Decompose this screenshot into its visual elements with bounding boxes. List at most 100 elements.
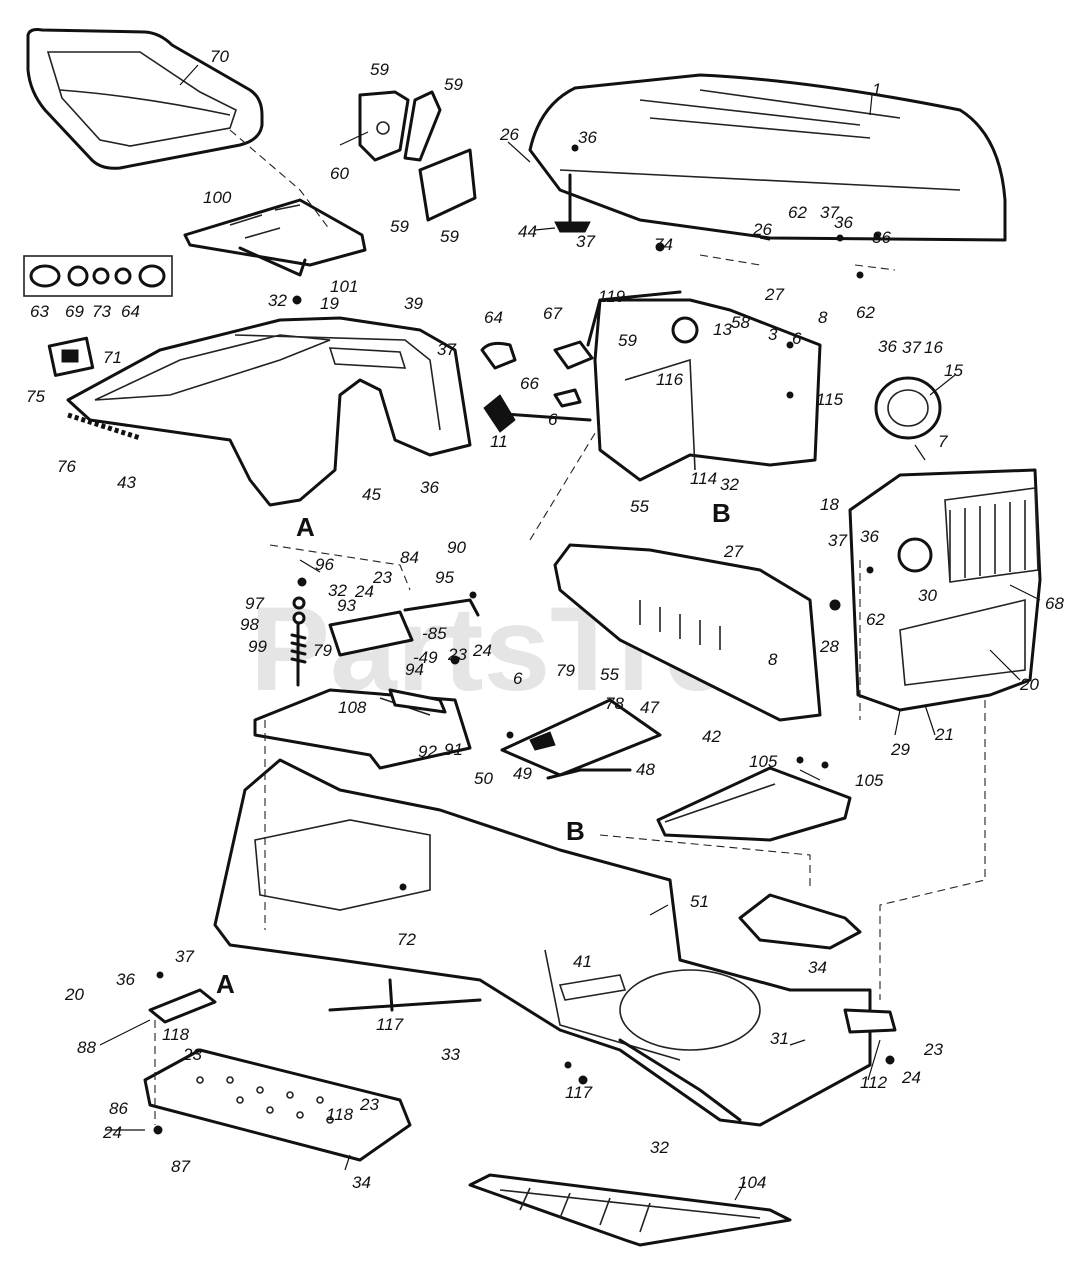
ref-a-bracket: A xyxy=(216,969,235,999)
callout-c36c: 36 xyxy=(872,228,891,247)
ref-a-fender: A xyxy=(296,512,315,542)
callout-c41: 41 xyxy=(573,952,592,971)
callout-c78: 78 xyxy=(605,694,624,713)
callout-c74: 74 xyxy=(654,235,673,254)
assembly-lines xyxy=(154,129,986,1125)
callout-c117a: 117 xyxy=(376,1015,404,1034)
callout-c67: 67 xyxy=(543,304,562,323)
callout-c26a: 26 xyxy=(499,125,519,144)
callout-c24c: 24 xyxy=(102,1123,122,1142)
callout-c116: 116 xyxy=(656,370,684,389)
callout-c27b: 27 xyxy=(764,285,784,304)
callout-c36b: 36 xyxy=(834,213,853,232)
callout-c76: 76 xyxy=(57,457,76,476)
callout-c59c: 59 xyxy=(390,217,409,236)
callout-c32d: 32 xyxy=(650,1138,669,1157)
callout-c31: 31 xyxy=(770,1029,789,1048)
callout-c45: 45 xyxy=(362,485,381,504)
callout-c7: 7 xyxy=(938,432,948,451)
callout-c28: 28 xyxy=(819,637,839,656)
callout-c59d: 59 xyxy=(440,227,459,246)
rear-bracket xyxy=(843,1008,897,1034)
callout-c51: 51 xyxy=(690,892,709,911)
fasteners xyxy=(153,144,895,1135)
hood-hinge-pin xyxy=(554,173,591,233)
callout-c6a: 6 xyxy=(548,410,558,429)
callout-c37c: 37 xyxy=(902,338,921,357)
callout-c21: 21 xyxy=(934,725,954,744)
lift-handle-linkage xyxy=(328,598,480,714)
callout-c55a: 55 xyxy=(630,497,649,516)
callout-c62b: 62 xyxy=(856,303,875,322)
callout-c6b: 6 xyxy=(792,329,802,348)
seat xyxy=(26,28,264,170)
callout-c32c: 32 xyxy=(720,475,739,494)
callout-c36d: 36 xyxy=(878,337,897,356)
callout-c1: 1 xyxy=(872,80,881,99)
dash-controls xyxy=(480,340,594,433)
grille-nose xyxy=(848,468,1042,712)
callout-c105b: 105 xyxy=(855,771,884,790)
callout-c44: 44 xyxy=(518,222,537,241)
callout-c24b: 24 xyxy=(472,641,492,660)
pto-switch xyxy=(47,336,95,377)
ref-b-dash: B xyxy=(712,498,731,528)
callout-c92: 92 xyxy=(418,742,437,761)
callout-c19: 19 xyxy=(320,294,339,313)
hood xyxy=(528,73,1007,242)
callout-c34b: 34 xyxy=(808,958,827,977)
battery-tray xyxy=(656,766,852,842)
callout-c59e: 59 xyxy=(618,331,637,350)
callout-c63: 63 xyxy=(30,302,49,321)
callout-c97: 97 xyxy=(245,594,264,613)
spring-stack xyxy=(290,596,307,664)
callout-c24a: 24 xyxy=(354,582,374,601)
callout-c79b: 79 xyxy=(313,641,332,660)
callout-c50: 50 xyxy=(474,769,493,788)
callout-c91: 91 xyxy=(444,740,463,759)
callout-c68: 68 xyxy=(1045,594,1064,613)
callout-c37e: 37 xyxy=(828,531,847,550)
callout-c43: 43 xyxy=(117,473,136,492)
callout-c85: -85 xyxy=(422,624,447,643)
leader-lines xyxy=(99,64,1041,1201)
callout-c70: 70 xyxy=(210,47,229,66)
support-rods xyxy=(328,978,482,1012)
fender-assembly xyxy=(66,316,472,507)
callout-c23c: 23 xyxy=(182,1045,202,1064)
callout-c95: 95 xyxy=(435,568,454,587)
callout-c87: 87 xyxy=(171,1157,190,1176)
callout-c49b: 49 xyxy=(513,764,532,783)
seat-pivot-brackets xyxy=(339,90,477,222)
callout-c79a: 79 xyxy=(556,661,575,680)
callout-c108: 108 xyxy=(338,698,367,717)
callout-c36e: 36 xyxy=(420,478,439,497)
callout-c47: 47 xyxy=(640,698,659,717)
callout-c69: 69 xyxy=(65,302,84,321)
callout-c37b: 37 xyxy=(820,203,839,222)
callout-c26b: 26 xyxy=(752,220,772,239)
callout-c27a: 27 xyxy=(723,542,743,561)
callout-c23e: 23 xyxy=(923,1040,943,1059)
callout-numbers: 1366678811131516181920202123232323232424… xyxy=(26,47,1064,1192)
callout-c36a: 36 xyxy=(578,128,597,147)
callout-c75: 75 xyxy=(26,387,45,406)
callout-c105a: 105 xyxy=(749,752,778,771)
callout-c115: 115 xyxy=(816,390,844,409)
callout-c20a: 20 xyxy=(1019,675,1039,694)
reference-letters: A B B A xyxy=(216,498,731,999)
callout-c33: 33 xyxy=(441,1045,460,1064)
callout-c64b: 64 xyxy=(121,302,140,321)
callout-c20b: 20 xyxy=(64,985,84,1004)
callout-c36f: 36 xyxy=(860,527,879,546)
callout-c36g: 36 xyxy=(116,970,135,989)
callout-c117b: 117 xyxy=(565,1083,593,1102)
callout-c112: 112 xyxy=(860,1073,888,1092)
seat-switch-plate xyxy=(500,698,662,780)
callout-c62c: 62 xyxy=(866,610,885,629)
callout-c86: 86 xyxy=(109,1099,128,1118)
callout-c94: 94 xyxy=(405,660,424,679)
callout-c90: 90 xyxy=(447,538,466,557)
right-footrest xyxy=(738,893,862,950)
